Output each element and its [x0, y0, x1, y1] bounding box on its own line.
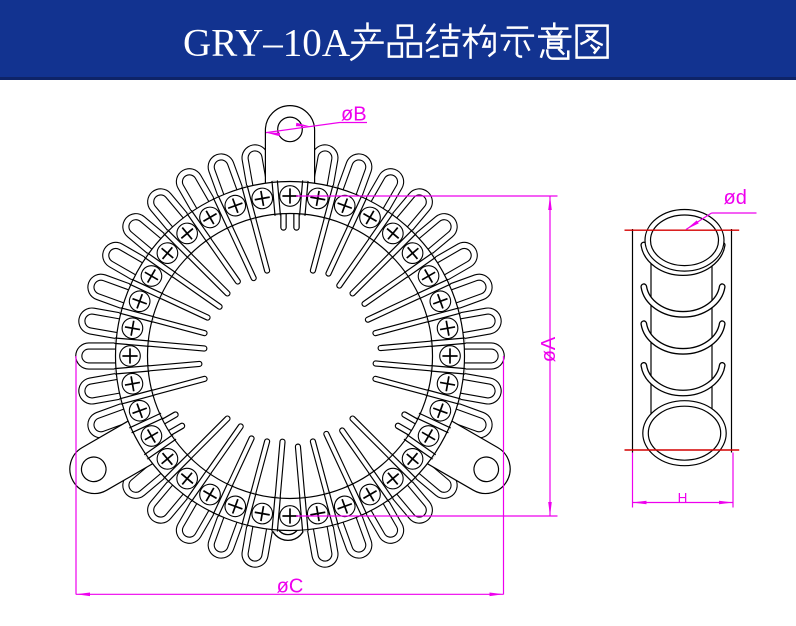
svg-text:øC: øC	[277, 576, 304, 598]
svg-text:øB: øB	[341, 104, 367, 126]
svg-text:ød: ød	[724, 187, 747, 209]
svg-text:H: H	[678, 491, 688, 506]
svg-text:GRY–10A: GRY–10A	[183, 22, 350, 65]
svg-text:øA: øA	[538, 336, 560, 362]
